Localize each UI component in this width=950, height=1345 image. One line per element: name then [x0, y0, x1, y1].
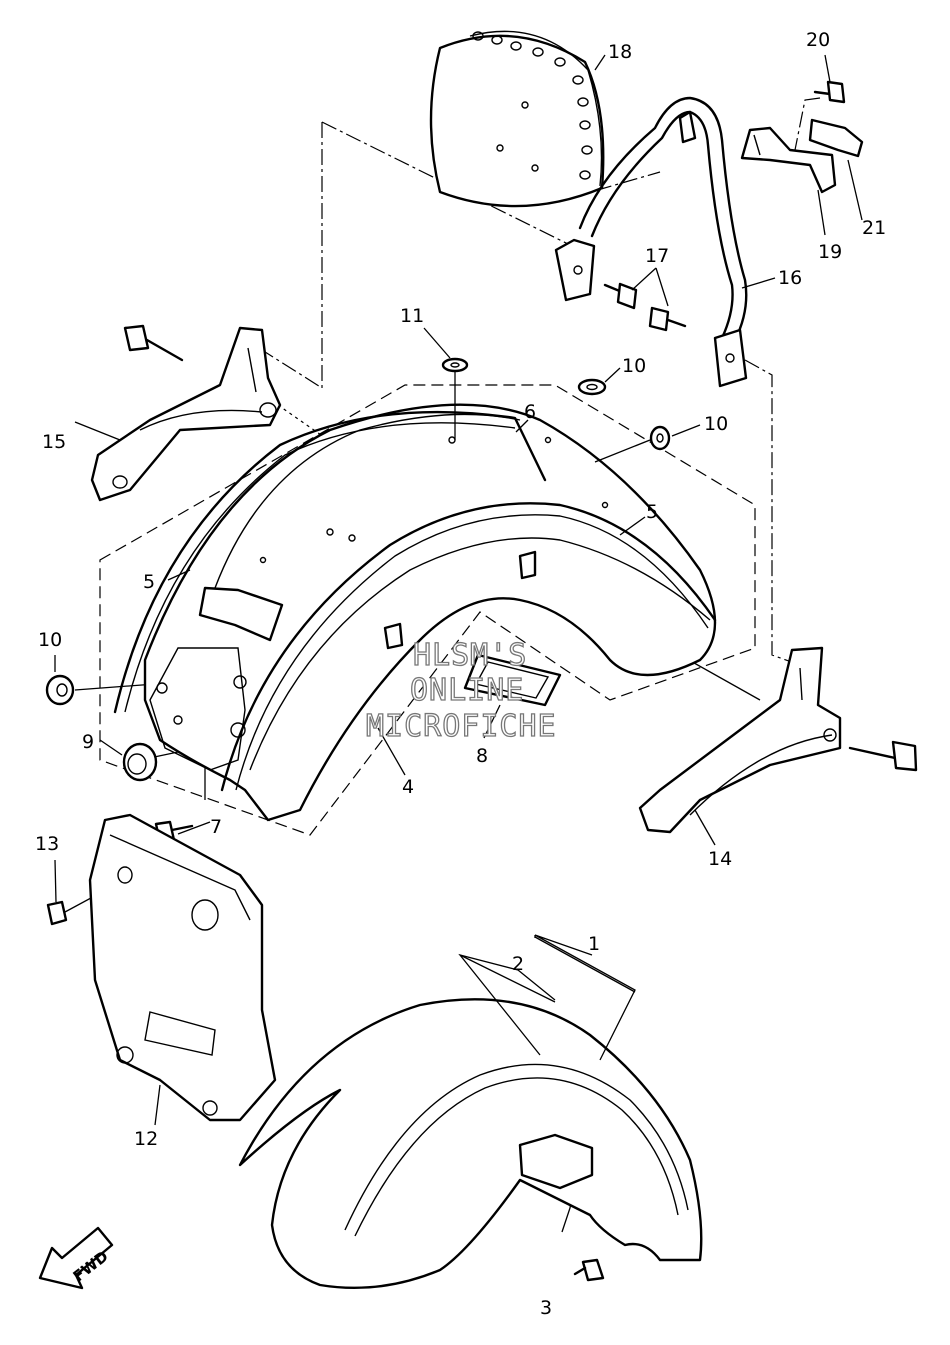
- callout-11: 11: [400, 305, 424, 327]
- callout-leaders: [54, 54, 863, 1126]
- callout-10-left: 10: [38, 629, 62, 651]
- watermark-line-2: ONLINE: [410, 673, 524, 708]
- grommet-9: [122, 742, 158, 782]
- washer-11: [441, 357, 469, 373]
- bolt-17-upper: [603, 282, 638, 310]
- bolt-20: [813, 80, 846, 104]
- callout-6: 6: [524, 401, 536, 423]
- callout-12: 12: [134, 1128, 158, 1150]
- grommet-10-right: [649, 425, 671, 451]
- screw-3: [573, 1258, 605, 1282]
- bolt-13: [46, 900, 68, 926]
- watermark: HLSM'S ONLINE MICROFICHE: [365, 637, 557, 744]
- callout-9: 9: [82, 731, 94, 753]
- callout-16: 16: [778, 267, 802, 289]
- bolt-15: [123, 324, 184, 362]
- bolt-14: [848, 740, 918, 772]
- assembly-boundary: [99, 384, 756, 836]
- fender-trim-right: [220, 502, 717, 792]
- leader-10-right-line: [594, 439, 651, 463]
- reflector-8: [463, 653, 562, 707]
- callout-17: 17: [645, 245, 669, 267]
- bracket-clip: [518, 550, 537, 580]
- side-panel-12: [88, 813, 277, 1122]
- callout-14: 14: [708, 848, 732, 870]
- fwd-direction-arrow: FWD: [38, 1226, 114, 1290]
- grommet-10-top: [577, 378, 607, 396]
- grommet-10-left: [45, 674, 75, 706]
- callout-5-left: 5: [143, 571, 155, 593]
- watermark-line-3: MICROFICHE: [366, 709, 557, 744]
- bracket-clip-lower: [383, 622, 404, 650]
- side-bracket-right: [638, 646, 842, 834]
- pad-21: [808, 118, 864, 158]
- backrest-bar: [554, 96, 748, 388]
- callout-2: 2: [512, 953, 524, 975]
- callout-7: 7: [210, 816, 222, 838]
- front-fender: [238, 998, 703, 1290]
- assembly-line-20-19: [794, 97, 821, 151]
- side-bracket-left: [90, 326, 282, 502]
- callout-10-top: 10: [622, 355, 646, 377]
- assembly-line-15-to-18: [261, 122, 323, 390]
- fender-trim-right-inner: [235, 514, 709, 791]
- callout-20: 20: [806, 29, 830, 51]
- assembly-line-16-to-14: [744, 359, 801, 666]
- callout-5-right: 5: [646, 501, 658, 523]
- callout-19: 19: [818, 241, 842, 263]
- fender-trim-left-inner: [124, 422, 516, 713]
- callout-15: 15: [42, 431, 66, 453]
- bracket-19: [740, 126, 837, 194]
- backrest-pad: [429, 30, 605, 208]
- bolt-17-lower: [648, 306, 687, 332]
- callout-labels: 1 2 3 4 5 5 6 7 8 9 10 10 10 11 12 13 14…: [35, 29, 886, 1319]
- watermark-line-1: HLSM'S: [413, 638, 527, 673]
- callout-13: 13: [35, 833, 59, 855]
- callout-21: 21: [862, 217, 886, 239]
- callout-8: 8: [476, 745, 488, 767]
- callout-4: 4: [402, 776, 414, 798]
- callout-10-right: 10: [704, 413, 728, 435]
- callout-1: 1: [588, 933, 600, 955]
- callout-3: 3: [540, 1297, 552, 1319]
- fender-trim-left: [113, 410, 547, 714]
- callout-18: 18: [608, 41, 632, 63]
